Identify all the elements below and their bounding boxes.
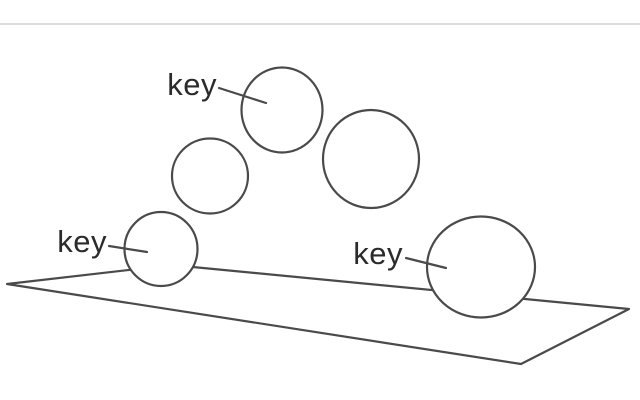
key-label-key-circle-bottom-left: key [57, 224, 107, 259]
key-circle-top [240, 66, 324, 154]
ground-plane [5, 263, 631, 366]
key-circle-bottom-right [425, 215, 537, 319]
key-label-key-circle-top: key [167, 67, 217, 102]
key-circle-mid-right [321, 108, 421, 210]
leader-line-key-circle-top [217, 86, 268, 105]
key-circle-bottom-left [123, 210, 199, 288]
key-circle-mid-left [170, 137, 250, 215]
leader-line-key-circle-bottom-left [107, 244, 149, 254]
leader-line-key-circle-bottom-right [404, 256, 448, 270]
key-label-key-circle-bottom-right: key [353, 236, 403, 271]
top-divider-line [0, 23, 640, 25]
